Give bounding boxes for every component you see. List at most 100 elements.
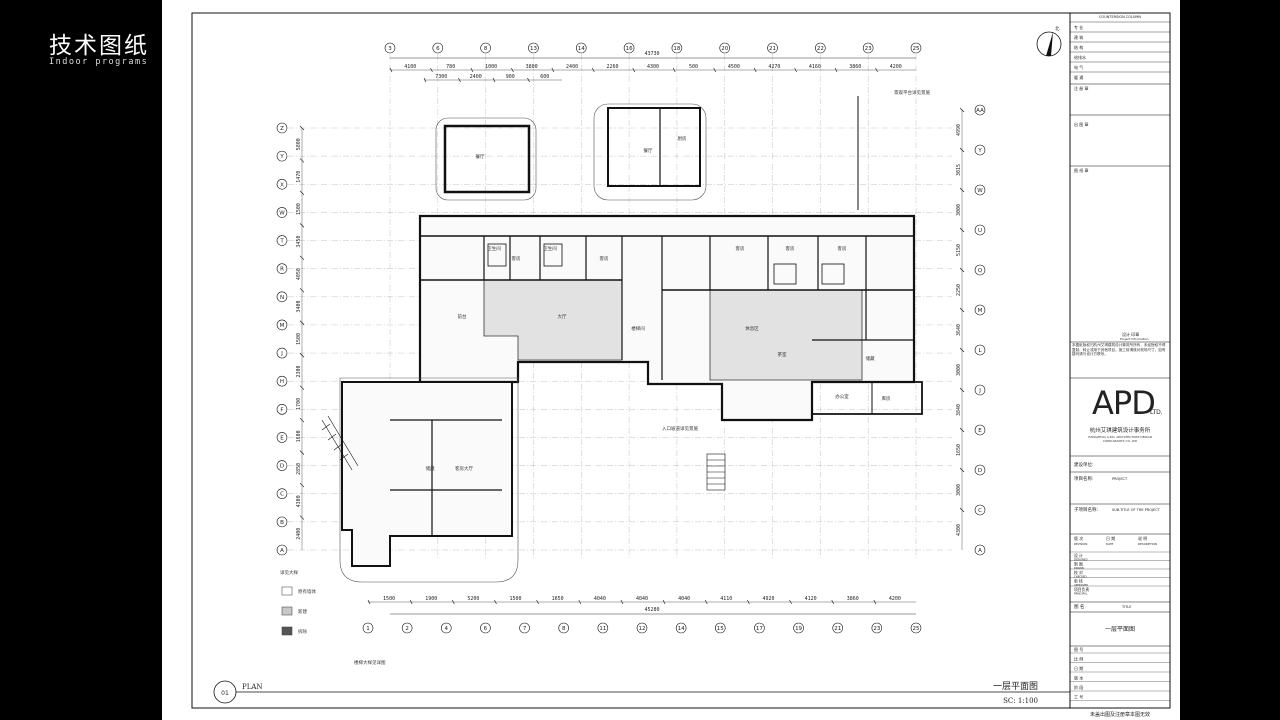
dim-bottom-value: 4920 [762, 596, 774, 602]
grid-bottom-bubble [832, 622, 844, 634]
tb-footer-note: 未盖出图及注册章本图无效 [1090, 711, 1150, 718]
grid-top-label: 13 [530, 46, 537, 52]
grid-top-label: 8 [484, 46, 488, 52]
dim-right-tick [959, 187, 965, 193]
overall-dim-bottom: 45280 [644, 607, 659, 613]
grid-left-bubble [276, 235, 288, 246]
dim-left-tick [299, 353, 305, 358]
grid-top-bubble [671, 42, 683, 54]
grid-bottom-bubble [636, 622, 648, 634]
dim-bottom-value: 1500 [383, 596, 395, 602]
dim-right-value: 2250 [956, 284, 962, 296]
dim-top-tick [511, 67, 514, 73]
grid-bottom-label: 4 [445, 626, 449, 632]
grid-bottom-label: 12 [639, 626, 646, 632]
dim-bottom-tick [662, 599, 666, 605]
dim-top-2-tick [527, 77, 530, 83]
dim-top-tick [875, 67, 878, 73]
room-label: 客房 [736, 245, 745, 252]
grid-top-label: 23 [865, 46, 872, 52]
room-labels: 餐厅餐厅厨房卫生间卫生间客房客房客房客房客房大厅楼梯间前台茶室休息区储藏储藏客房… [426, 135, 891, 472]
grid-right-bubble [974, 184, 986, 196]
room-label: 储藏 [866, 355, 875, 362]
room-label: 大厅 [558, 313, 567, 320]
legend-label-1: 原有墙体 [298, 588, 316, 595]
room-label: 客房大厅 [455, 465, 473, 472]
room-label: 餐厅 [644, 147, 653, 154]
dim-top-2-value: 2400 [470, 74, 482, 80]
dim-bottom-value: 5200 [467, 596, 479, 602]
grid-left-label: X [280, 182, 284, 188]
tb-drawing-name: 一层平面图 [1105, 626, 1135, 633]
dim-left-value: 1470 [296, 171, 302, 183]
tb-project-en: PROJECT [1112, 477, 1128, 481]
dim-top-value: 2260 [607, 64, 619, 70]
dim-right-value: 3000 [956, 364, 962, 376]
dim-left-tick [299, 288, 305, 293]
tb-row-label: 结 构 [1074, 44, 1083, 50]
dim-bottom-tick [578, 599, 582, 605]
dim-bottom-value: 4120 [805, 596, 817, 602]
title-block-frame [1069, 12, 1171, 709]
tb-revision-header: 版 次 [1074, 535, 1083, 541]
dim-right-tick [959, 347, 965, 353]
slide-right-panel [1180, 0, 1280, 720]
grid-top-label: 20 [721, 46, 728, 52]
east-wing-walls [811, 381, 923, 415]
stair-west [321, 415, 359, 471]
plan-number: 01 [221, 690, 229, 697]
grid-left-bubble [276, 207, 288, 218]
room-label: 餐厅 [476, 153, 485, 160]
dim-right-tick [959, 307, 965, 313]
overall-dim-top: 43730 [644, 51, 659, 57]
title-block-header: COUNTERSIGN COLUMN [1099, 15, 1141, 19]
dim-left-value: 3450 [296, 236, 302, 248]
tb-bottom-label: 工 号 [1074, 694, 1083, 700]
dim-bottom-value: 4110 [720, 596, 732, 602]
room-label: 卫生间 [543, 245, 557, 252]
dim-left-value: 4300 [296, 495, 302, 507]
stair-east [706, 453, 726, 491]
dim-bottom-value: 4040 [636, 596, 648, 602]
grid-left-bubble [276, 516, 288, 528]
dim-left-tick [299, 223, 305, 228]
dim-top-value: 4100 [404, 64, 416, 70]
grid-right-label: U [978, 228, 982, 234]
dining-pavilion-1-outline [435, 117, 537, 201]
grid-bottom-label: 14 [678, 626, 685, 632]
grid-top-label: 3 [388, 46, 392, 52]
grid-right-bubble [974, 544, 986, 556]
grid-right-bubble [974, 464, 986, 476]
grid-bottom-bubble [480, 622, 491, 634]
grid-right-bubble [974, 224, 986, 236]
plan-scale: SC: 1:100 [1003, 697, 1038, 705]
grid-left-label: E [280, 435, 284, 441]
dim-right-value: 3015 [956, 164, 962, 176]
tb-row-label: 给排水 [1074, 54, 1086, 60]
dim-top-2-value: 7300 [435, 74, 447, 80]
dim-right-tick [959, 467, 965, 473]
grid-left-label: Z [280, 126, 284, 132]
grid-right-bubble [974, 384, 986, 396]
room-label: 客房 [786, 245, 795, 252]
grid-bottom-label: 23 [873, 626, 880, 632]
dim-top-2-value: 600 [540, 74, 549, 80]
grid-left-bubble [276, 460, 288, 471]
southwest-terrace-outline [339, 377, 519, 583]
dim-top-2-value: 900 [506, 74, 515, 80]
dim-top-value: 780 [446, 64, 455, 70]
grid-right-label: A [978, 548, 982, 554]
dim-right-value: 3840 [956, 404, 962, 416]
dim-left-value: 1500 [296, 203, 302, 215]
slide-left-panel: 技术图纸 Indoor programs [0, 0, 162, 720]
dim-right-tick [959, 267, 965, 273]
note-4: 楼梯大样见详图 [354, 659, 386, 666]
dim-right-tick [959, 107, 965, 113]
grid-right-label: J [978, 388, 981, 394]
dim-top-2-tick [423, 77, 427, 83]
tb-bottom-label: 版 本 [1074, 675, 1083, 681]
room-label: 办公室 [835, 393, 849, 400]
